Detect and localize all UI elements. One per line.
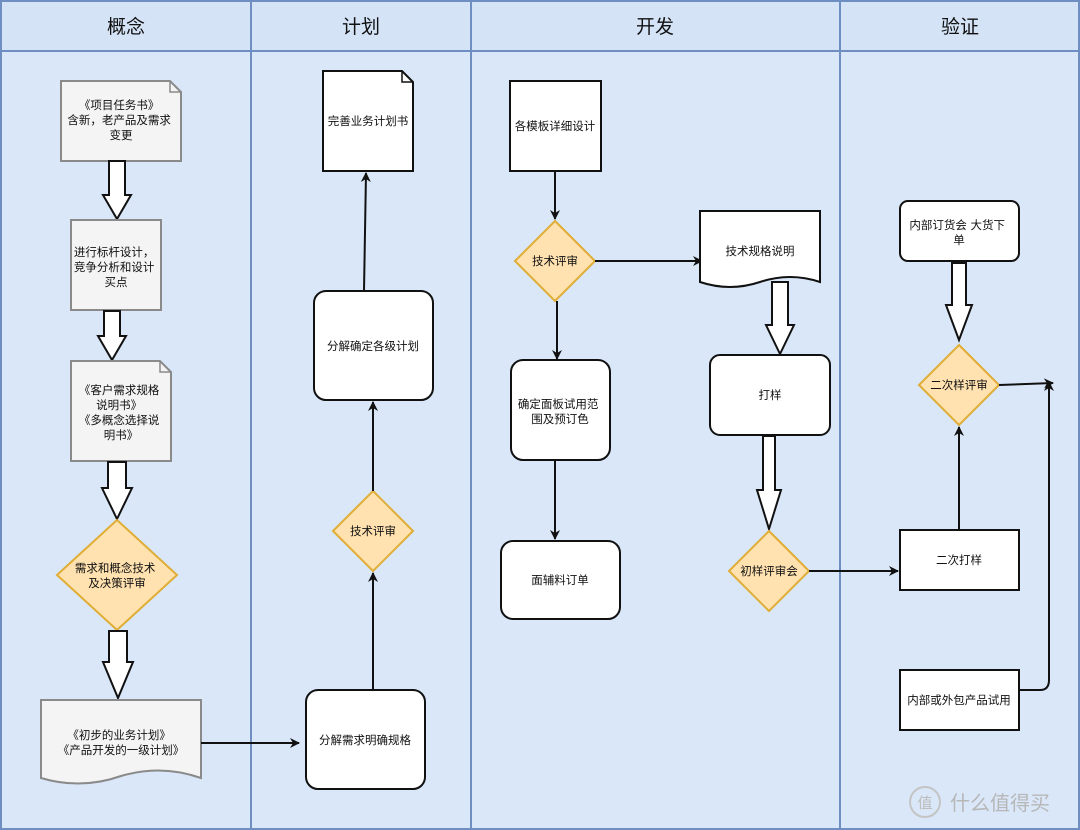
svg-text:确定面板试用范 围及预订色: 确定面板试用范 围及预订色 [518,397,602,426]
node-decompose-plans[interactable]: 分解确定各级计划 [313,290,434,401]
node-second-sample-review[interactable]: 二次样评审 [917,343,1001,427]
node-label: 技术规格说明 [726,244,795,258]
node-initial-plan[interactable]: 《初步的业务计划》 《产品开发的一级计划》 [40,699,202,785]
fat-arrow [944,262,974,343]
watermark-text: 什么值得买 [950,791,1050,815]
watermark: 值 什么值得买 [909,786,1050,818]
node-plan-tech-review[interactable]: 技术评审 [331,489,415,573]
node-product-trial[interactable]: 内部或外包产品试用 [899,669,1020,731]
svg-text:各模板详细设计: 各模板详细设计 [515,119,596,133]
node-label: 《初步的业务计划》 [67,728,171,742]
node-label: 技术评审 [350,524,396,538]
node-dev-tech-review[interactable]: 技术评审 [513,219,597,303]
node-label: 技术评审 [532,254,578,268]
fat-arrow [101,160,133,221]
svg-text:二次样评审: 二次样评审 [930,378,988,392]
svg-text:技术评审: 技术评审 [532,254,578,268]
svg-text:技术规格说明: 技术规格说明 [726,244,795,258]
lane-title-develop: 开发 [636,16,674,38]
node-project-brief[interactable]: 《项目任务书》 含新，老产品及需求 变更 [60,80,182,162]
node-label: 二次打样 [936,553,982,567]
fat-arrow [96,310,128,362]
node-label: 二次样评审 [930,378,988,392]
node-internal-order-meeting[interactable]: 内部订货会 大货下 单 [899,200,1020,262]
node-fabric-scope[interactable]: 确定面板试用范 围及预订色 [510,359,611,461]
node-label: 打样 [759,388,782,402]
node-label: 分解确定各级计划 [327,339,419,353]
watermark-badge: 值 [917,794,932,812]
svg-text:需求和概念技术 及决策评审: 需求和概念技术 及决策评审 [75,561,159,590]
svg-text:二次打样: 二次打样 [936,553,982,567]
svg-text:《客户需求规格 说明书》 《多概念选: 《客户需求规格 说明书》 《多概念选择说 明书》 [79,383,163,442]
lane-title-concept: 概念 [107,15,145,38]
fat-arrow [764,281,796,357]
node-label: 完善业务计划书 [328,114,409,128]
connector-arrow [360,172,371,292]
node-label: 各模板详细设计 [515,119,596,133]
node-label: 变更 [110,128,133,142]
node-label: 进行标杆设计， [74,245,155,259]
svg-text:面辅料订单: 面辅料订单 [531,573,589,587]
node-first-sample-review[interactable]: 初样评审会 [727,529,811,613]
svg-text:分解确定各级计划: 分解确定各级计划 [327,339,419,353]
node-label: 含新，老产品及需求 [67,113,171,127]
node-label: 《项目任务书》 [79,98,160,112]
watermark-logo-icon [909,786,941,818]
node-refine-plan[interactable]: 完善业务计划书 [322,70,414,172]
fat-arrow [755,435,783,533]
fat-arrow [100,461,134,522]
lane-title-plan: 计划 [342,16,380,38]
svg-text:内部订货会 大货下 单: 内部订货会 大货下 单 [909,218,1008,247]
node-module-design[interactable]: 各模板详细设计 [509,80,602,172]
node-label: 明书》 [104,428,139,442]
node-second-sampling[interactable]: 二次打样 [899,529,1020,591]
node-label: 《产品开发的一级计划》 [58,743,185,757]
node-requirement-spec[interactable]: 《客户需求规格 说明书》 《多概念选择说 明书》 [70,360,172,462]
node-label: 初样评审会 [740,564,798,578]
node-benchmark[interactable]: 进行标杆设计， 竞争分析和设计 买点 [70,219,162,311]
svg-text:完善业务计划书: 完善业务计划书 [328,114,409,128]
node-label: 需求和概念技术 [75,561,156,575]
node-decompose-requirements[interactable]: 分解需求明确规格 [305,689,426,790]
node-sampling[interactable]: 打样 [709,354,831,436]
svg-text:《项目任务书》 含新，老产品及需求: 《项目任务书》 含新，老产品及需求 变更 [67,98,174,142]
svg-text:技术评审: 技术评审 [350,524,396,538]
node-label: 内部订货会 大货下 [909,218,1005,232]
svg-text:初样评审会: 初样评审会 [740,564,798,578]
lane-header-bar [0,0,1080,52]
svg-text:进行标杆设计， 竞争分析和设计 买点: 进行标杆设计， 竞争分析和设计 买点 [74,245,158,289]
node-label: 内部或外包产品试用 [907,693,1011,707]
node-label: 单 [953,233,965,247]
node-label: 及决策评审 [88,576,146,590]
node-label: 面辅料订单 [531,573,589,587]
node-label: 确定面板试用范 [518,397,599,411]
node-label: 买点 [105,275,128,289]
node-tech-spec[interactable]: 技术规格说明 [699,210,821,288]
svg-text:内部或外包产品试用: 内部或外包产品试用 [907,693,1011,707]
node-label: 说明书》 [96,398,142,412]
node-label: 《客户需求规格 [79,383,160,397]
node-material-order[interactable]: 面辅料订单 [500,540,621,620]
svg-text:分解需求明确规格: 分解需求明确规格 [319,733,411,747]
node-label: 分解需求明确规格 [319,733,411,747]
node-label: 竞争分析和设计 [74,260,155,274]
connector-arrow [1019,381,1054,691]
lane-title-verify: 验证 [941,16,979,38]
node-label: 围及预订色 [531,412,589,426]
fat-arrow [101,630,135,701]
svg-text:打样: 打样 [759,388,782,402]
svg-text:《初步的业务计划》 《产品开发的一级计划》: 《初步的业务计划》 《产品开发的一级计划》 [58,728,185,757]
node-label: 《多概念选择说 [79,413,160,427]
